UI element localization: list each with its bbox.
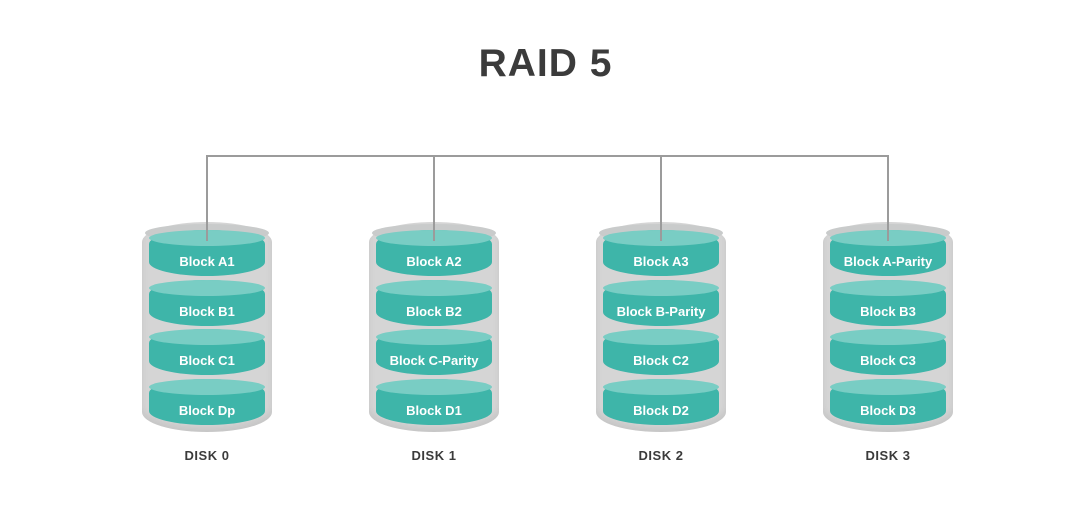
block-label: Block B1 — [179, 304, 235, 319]
storage-block: Block C2 — [603, 329, 719, 375]
connector-line-disk-2 — [660, 155, 662, 241]
storage-block: Block C-Parity — [376, 329, 492, 375]
storage-block: Block C1 — [149, 329, 265, 375]
disk-label: DISK 0 — [184, 448, 230, 463]
connector-line-disk-1 — [433, 155, 435, 241]
storage-block: Block D2 — [603, 379, 719, 425]
connector-line-disk-0 — [206, 155, 208, 241]
storage-block: Block A3 — [603, 230, 719, 276]
storage-block: Block D1 — [376, 379, 492, 425]
diagram-title: RAID 5 — [478, 42, 613, 85]
disk-0: Block A1 Block B1 Block C1 Block Dp DISK… — [142, 222, 272, 472]
storage-block: Block B3 — [830, 280, 946, 326]
storage-block: Block B2 — [376, 280, 492, 326]
block-label: Block Dp — [178, 403, 236, 418]
storage-block: Block C3 — [830, 329, 946, 375]
block-label: Block C2 — [633, 353, 689, 368]
disk-2: Block A3 Block B-Parity Block C2 Block D… — [596, 222, 726, 472]
disk-label: DISK 3 — [865, 448, 911, 463]
connector-trunk-line — [207, 155, 888, 157]
block-label: Block A2 — [406, 254, 462, 269]
block-label: Block C3 — [860, 353, 916, 368]
block-label: Block D2 — [633, 403, 689, 418]
block-label: Block A1 — [179, 254, 235, 269]
connector-line-disk-3 — [887, 155, 889, 241]
storage-block: Block B-Parity — [603, 280, 719, 326]
disk-3: Block A-Parity Block B3 Block C3 Block D… — [823, 222, 953, 472]
storage-block: Block D3 — [830, 379, 946, 425]
storage-block: Block Dp — [149, 379, 265, 425]
block-label: Block D1 — [406, 403, 462, 418]
block-label: Block C-Parity — [389, 353, 479, 368]
block-label: Block B2 — [406, 304, 462, 319]
storage-block: Block B1 — [149, 280, 265, 326]
block-label: Block D3 — [860, 403, 916, 418]
disk-label: DISK 2 — [638, 448, 684, 463]
block-label: Block A-Parity — [843, 254, 933, 269]
disk-label: DISK 1 — [411, 448, 457, 463]
block-label: Block A3 — [633, 254, 689, 269]
block-label: Block B3 — [860, 304, 916, 319]
disk-1: Block A2 Block B2 Block C-Parity Block D… — [369, 222, 499, 472]
block-label: Block C1 — [179, 353, 235, 368]
block-label: Block B-Parity — [616, 304, 706, 319]
